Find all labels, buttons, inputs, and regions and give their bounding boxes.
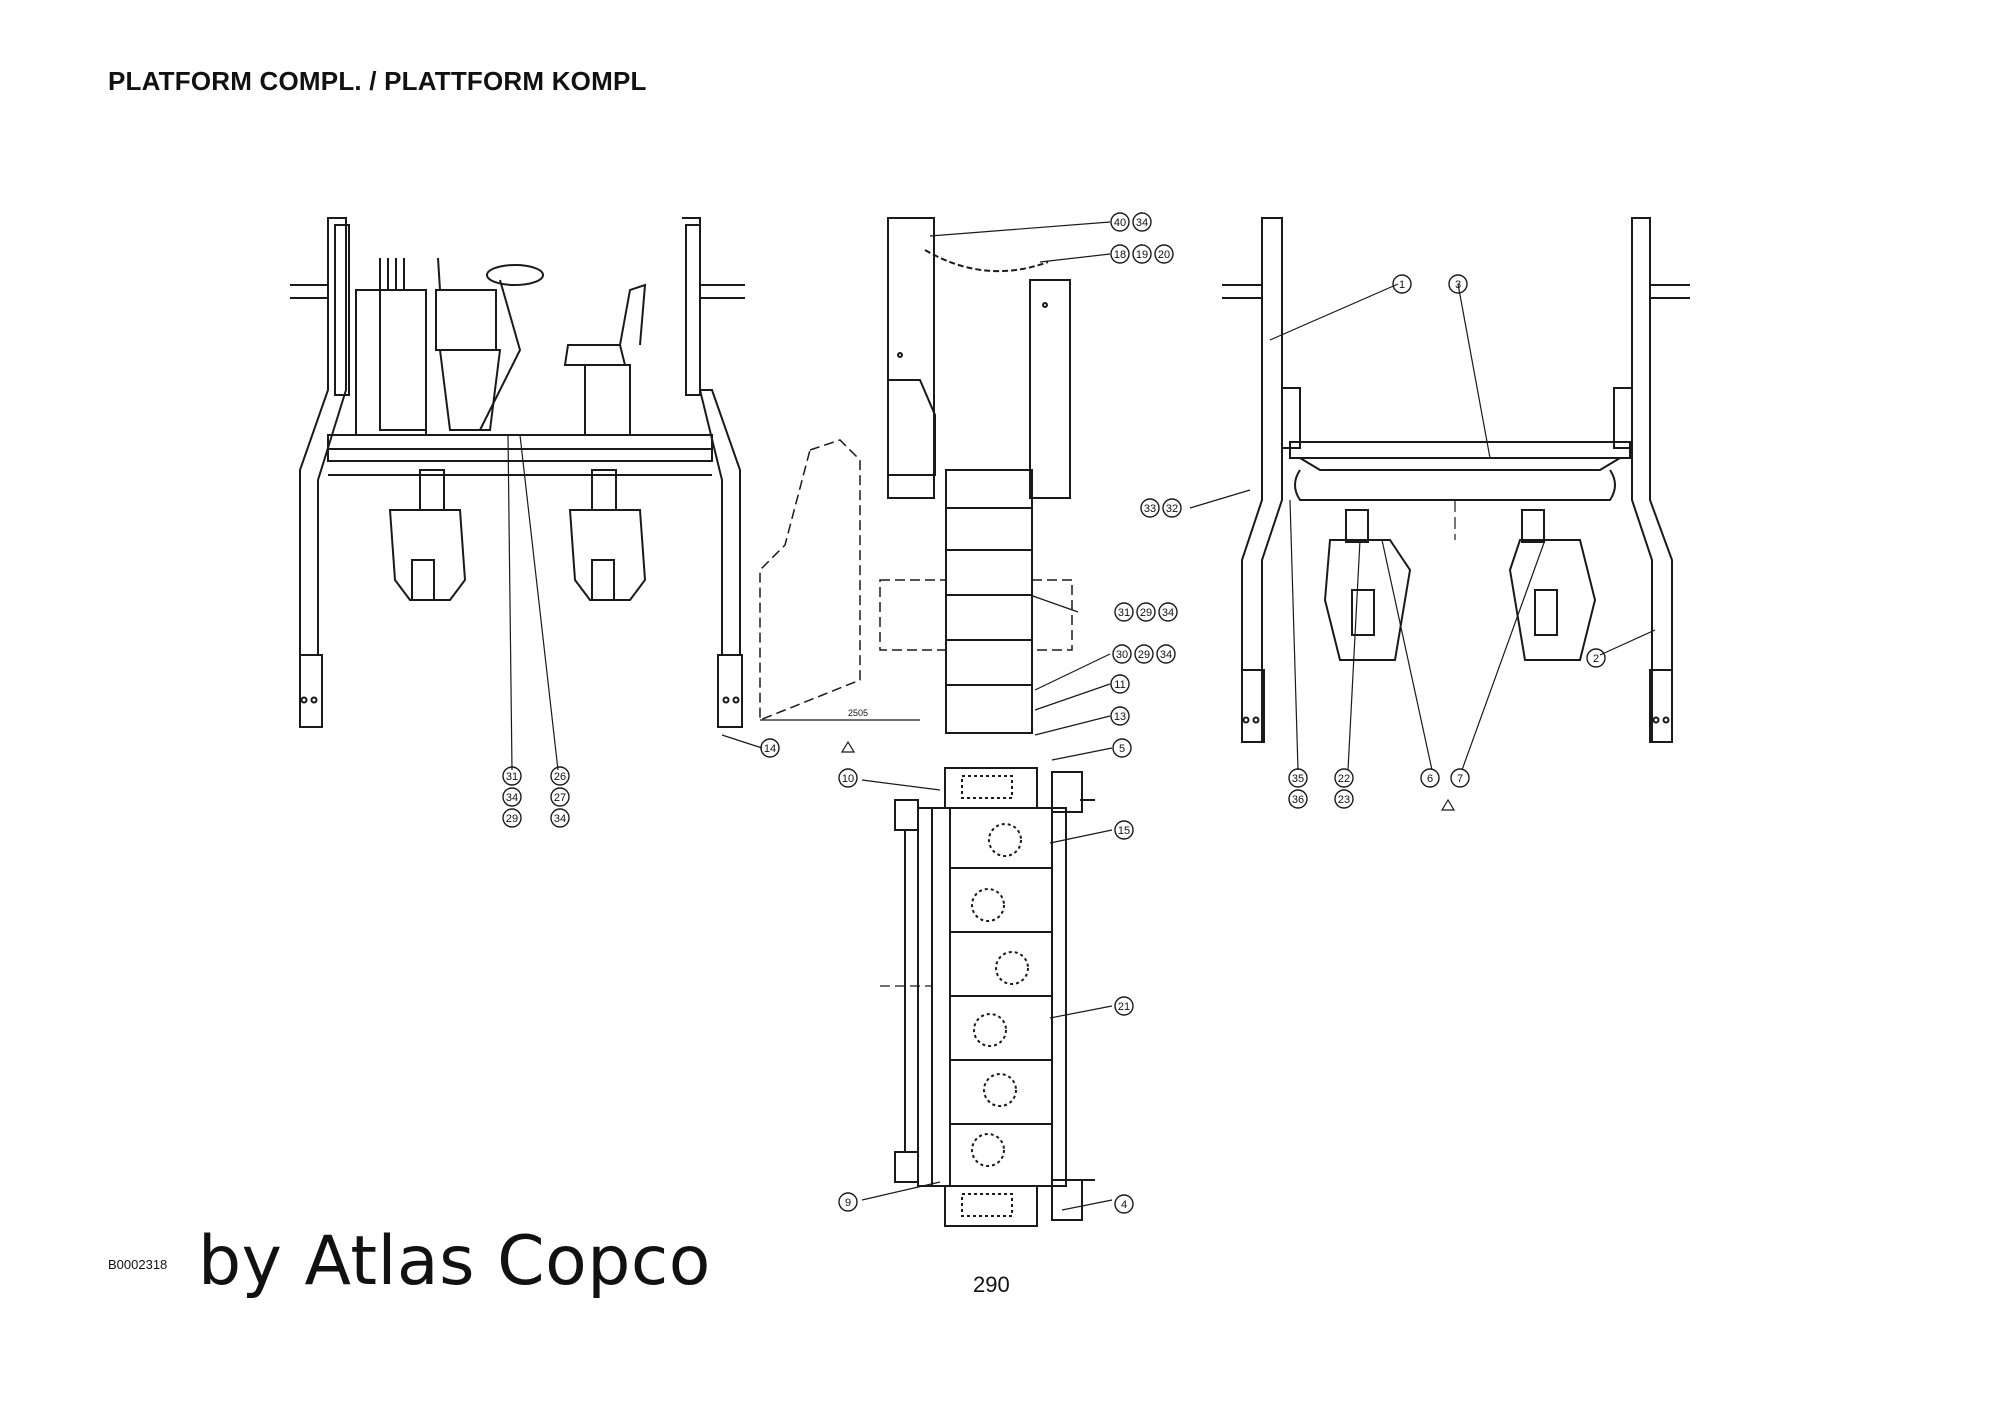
svg-text:5: 5 [1119,743,1125,755]
svg-text:1: 1 [1399,279,1405,291]
callout-11: 11 [1110,674,1130,694]
svg-text:21: 21 [1118,1001,1130,1013]
svg-text:35: 35 [1292,773,1304,785]
center-view: 2505 [759,217,1073,753]
dimension-label: 2505 [848,708,868,718]
svg-text:40: 40 [1114,217,1126,229]
callout-10: 10 [838,768,858,788]
svg-text:10: 10 [842,773,854,785]
callout-32: 32 [1162,498,1182,518]
callout-34: 34 [502,787,522,807]
callout-36: 36 [1288,789,1308,809]
svg-text:2: 2 [1593,653,1599,665]
callout-9: 9 [838,1192,858,1212]
left-view [290,217,745,728]
callout-27: 27 [550,787,570,807]
callout-21: 21 [1114,996,1134,1016]
svg-text:34: 34 [506,792,518,804]
svg-text:29: 29 [1140,607,1152,619]
svg-text:11: 11 [1114,679,1125,691]
callout-15: 15 [1114,820,1134,840]
svg-text:31: 31 [506,771,518,783]
svg-text:31: 31 [1118,607,1130,619]
svg-text:33: 33 [1144,503,1156,515]
callout-20: 20 [1154,244,1174,264]
callout-26: 26 [550,766,570,786]
svg-text:34: 34 [1136,217,1148,229]
svg-text:34: 34 [554,813,566,825]
svg-text:18: 18 [1114,249,1126,261]
callouts: 40 34 18 19 20 1 3 33 32 31 29 34 30 29 … [502,212,1606,1214]
svg-text:29: 29 [1138,649,1150,661]
callout-30: 30 [1112,644,1132,664]
callout-34: 34 [1158,602,1178,622]
right-view [1222,217,1690,811]
callout-31: 31 [1114,602,1134,622]
leader-lines [507,221,1656,1211]
document-code: B0002318 [108,1257,168,1272]
callout-22: 22 [1334,768,1354,788]
callout-34: 34 [550,808,570,828]
callout-34: 34 [1156,644,1176,664]
svg-text:29: 29 [506,813,518,825]
svg-text:4: 4 [1121,1199,1127,1211]
svg-text:15: 15 [1118,825,1130,837]
callout-29: 29 [1136,602,1156,622]
svg-text:27: 27 [554,792,566,804]
callout-14: 14 [760,738,780,758]
callout-13: 13 [1110,706,1130,726]
callout-4: 4 [1114,1194,1134,1214]
callout-2: 2 [1586,648,1606,668]
callout-1: 1 [1392,274,1412,294]
svg-text:36: 36 [1292,794,1304,806]
callout-40: 40 [1110,212,1130,232]
svg-text:22: 22 [1338,773,1350,785]
callout-29: 29 [502,808,522,828]
page-number: 290 [973,1272,1010,1297]
callout-7: 7 [1450,768,1470,788]
svg-text:23: 23 [1338,794,1350,806]
callout-33: 33 [1140,498,1160,518]
svg-text:6: 6 [1427,773,1433,785]
svg-text:3: 3 [1455,279,1461,291]
svg-text:32: 32 [1166,503,1178,515]
callout-5: 5 [1112,738,1132,758]
svg-text:9: 9 [845,1197,851,1209]
svg-text:26: 26 [554,771,566,783]
brand-text: by Atlas Copco [198,1222,711,1301]
svg-text:30: 30 [1116,649,1128,661]
svg-text:20: 20 [1158,249,1170,261]
svg-text:19: 19 [1136,249,1148,261]
callout-19: 19 [1132,244,1152,264]
svg-text:7: 7 [1457,773,1463,785]
page-title: PLATFORM COMPL. / PLATTFORM KOMPL [108,66,647,96]
svg-text:34: 34 [1160,649,1172,661]
callout-34: 34 [1132,212,1152,232]
callout-35: 35 [1288,768,1308,788]
plan-view [880,767,1095,1227]
callout-3: 3 [1448,274,1468,294]
callout-29: 29 [1134,644,1154,664]
callout-31: 31 [502,766,522,786]
svg-text:13: 13 [1114,711,1126,723]
callout-23: 23 [1334,789,1354,809]
callout-18: 18 [1110,244,1130,264]
svg-text:14: 14 [764,743,776,755]
callout-6: 6 [1420,768,1440,788]
svg-text:34: 34 [1162,607,1174,619]
